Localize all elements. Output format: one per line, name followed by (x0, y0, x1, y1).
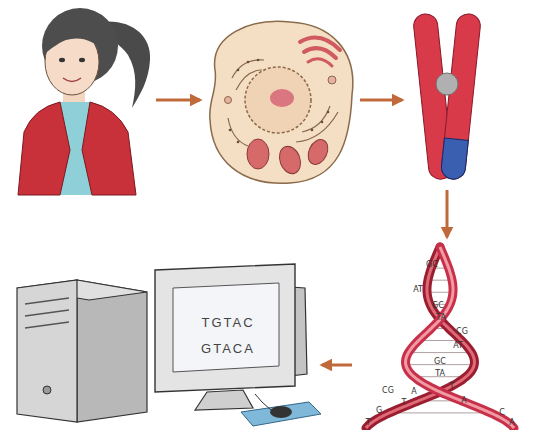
flow-arrow (360, 99, 402, 102)
base-label: T (450, 383, 455, 391)
dna-helix: GCATGCTACGATGCTACGTGTATACA (352, 245, 532, 430)
mouse-cable (255, 394, 271, 410)
chromatid (440, 13, 481, 181)
jacket (18, 102, 70, 195)
eye (79, 58, 85, 62)
mouse (270, 406, 292, 418)
cell (210, 21, 353, 183)
tower-side (77, 280, 147, 422)
drive-bay (25, 298, 69, 328)
base-label: A (509, 419, 514, 427)
base-label: AT (413, 286, 423, 294)
eye (59, 58, 65, 62)
mouth (63, 78, 81, 82)
cell-membrane (210, 21, 353, 183)
base-label: C (499, 409, 505, 417)
base-label: CG (382, 387, 394, 395)
base-label: A (461, 397, 466, 405)
power-button (43, 386, 51, 394)
base-label: GC (426, 261, 438, 269)
dna-strand (406, 247, 514, 428)
golgi (308, 59, 332, 66)
chromosome (413, 13, 482, 181)
bangs (44, 23, 104, 54)
base-label: GC (432, 302, 444, 310)
nucleus (245, 67, 311, 133)
centromere (436, 73, 458, 95)
flow-arrow (322, 364, 352, 367)
base-label: T (402, 399, 407, 407)
monitor-stand (195, 390, 253, 410)
base-label: TA (435, 370, 445, 378)
dna-helix-outline (352, 245, 532, 430)
base-label: G (376, 407, 382, 415)
nucleolus (270, 89, 294, 107)
base-label: A (411, 388, 416, 396)
monitor-screen (173, 283, 279, 372)
sequence-text: GTACA (201, 342, 255, 355)
base-label: CG (456, 328, 468, 336)
ribosomes (229, 59, 330, 144)
endoplasmic-reticulum (228, 60, 338, 146)
mouse-pad (241, 402, 321, 426)
jacket (82, 102, 136, 195)
mitochondrion (247, 139, 269, 169)
monitor-bezel (155, 264, 295, 392)
woman-figure (18, 8, 150, 195)
base-label: GC (434, 358, 446, 366)
vesicle (328, 76, 336, 84)
base-pair-rung (408, 352, 471, 353)
base-label: T (366, 419, 371, 427)
flow-arrow (446, 190, 449, 237)
golgi (304, 48, 336, 58)
vesicle (225, 97, 232, 104)
base-label: TA (436, 314, 446, 322)
flow-arrow (156, 99, 200, 102)
computer-outline (15, 262, 322, 427)
tower-front (17, 280, 77, 422)
sequence-text: TGTAC (201, 316, 254, 329)
base-pair-rung (389, 412, 490, 413)
gene-region (440, 138, 468, 180)
mitochondrion (276, 143, 304, 176)
dna-strand-highlight (406, 247, 514, 428)
computer: TGTAC GTACA (15, 262, 322, 427)
mitochondrion (304, 136, 331, 167)
base-label: AT (453, 342, 463, 350)
